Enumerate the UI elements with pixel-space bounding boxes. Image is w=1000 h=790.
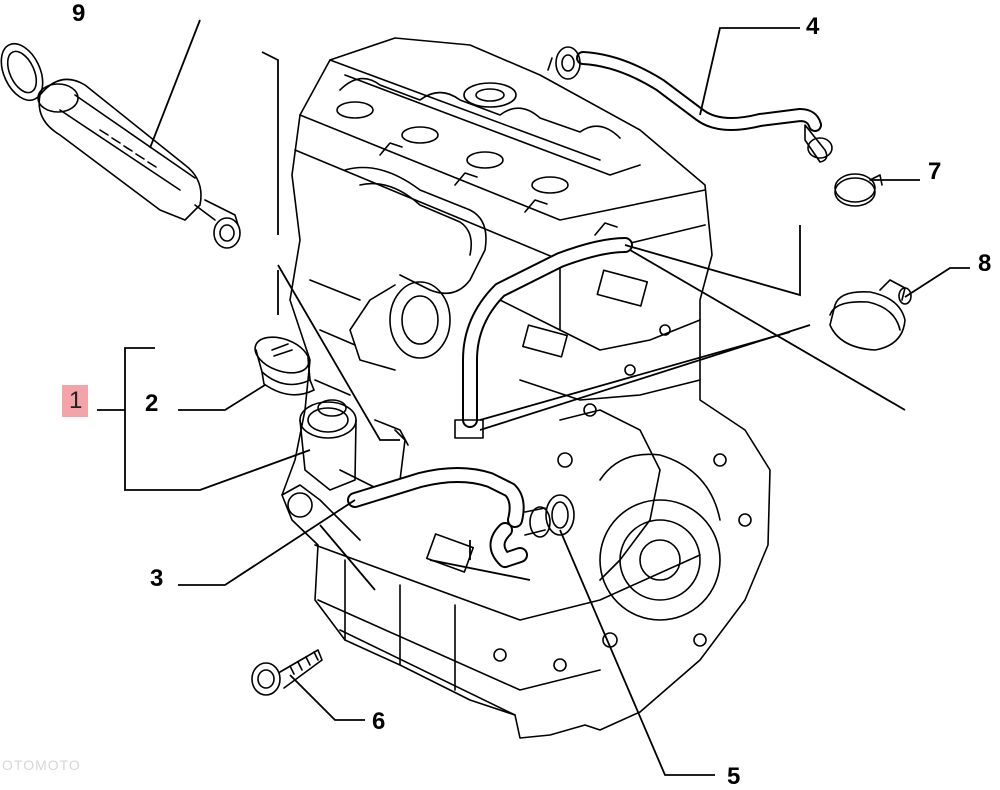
callout-6[interactable]: 6 [372, 708, 386, 735]
callout-9[interactable]: 9 [72, 0, 86, 27]
engine-block [281, 37, 771, 739]
leader-5 [559, 529, 715, 776]
leader-2 [178, 384, 266, 411]
part-9-breather-pipe [0, 42, 241, 249]
callout-4[interactable]: 4 [806, 13, 820, 40]
part-6-bolt [251, 649, 323, 696]
callout-7[interactable]: 7 [928, 158, 942, 185]
part-1-filler-neck [299, 399, 409, 491]
part-3-lower-hose [347, 467, 528, 568]
callout-3[interactable]: 3 [150, 565, 164, 592]
leader-3 [178, 499, 356, 586]
watermark: OTOMOTO [2, 757, 81, 773]
leader-6 [289, 674, 365, 721]
leader-8 [904, 267, 970, 298]
vertical-hose [454, 237, 633, 439]
part-2-filler-cap [254, 336, 315, 396]
part-4-hose [547, 46, 833, 163]
part-8-clamp [829, 279, 912, 351]
callout-2[interactable]: 2 [145, 390, 159, 417]
callout-1[interactable]: 1 [62, 385, 89, 417]
part-5-connector [524, 494, 575, 538]
callout-8[interactable]: 8 [978, 250, 992, 277]
leader-9 [149, 19, 201, 149]
leader-lines [97, 19, 970, 776]
part-7-clamp [834, 173, 883, 207]
leader-4 [699, 27, 800, 116]
leader-1-bracket [124, 347, 311, 491]
callout-5[interactable]: 5 [727, 763, 741, 790]
